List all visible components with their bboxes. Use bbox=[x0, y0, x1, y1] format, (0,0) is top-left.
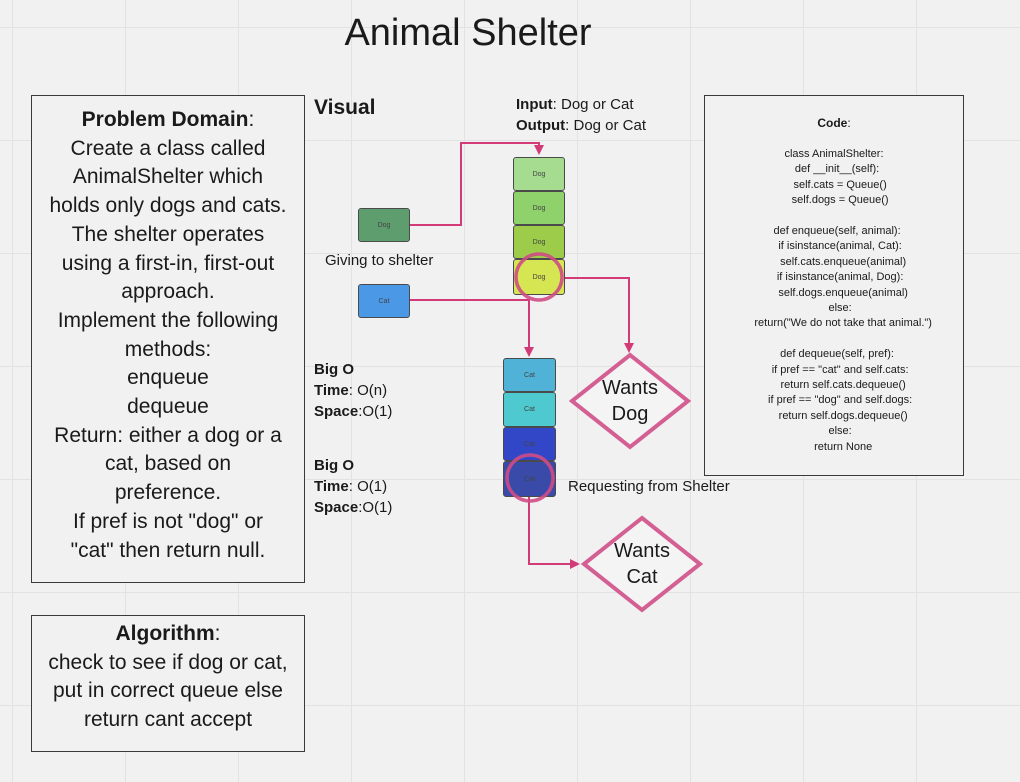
problem-domain-line: AnimalShelter which bbox=[72, 165, 264, 189]
output-label: Output: Dog or Cat bbox=[516, 117, 647, 134]
incoming-cat-node: Cat bbox=[358, 284, 410, 318]
algorithm-line: check to see if dog or cat, bbox=[48, 650, 288, 674]
dog-queue-item: Dog bbox=[513, 157, 565, 191]
problem-domain-line: Create a class called bbox=[70, 136, 266, 160]
visual-label: Visual bbox=[314, 96, 376, 119]
problem-domain-line: dequeue bbox=[127, 395, 209, 419]
cat-queue-item: Cat bbox=[503, 358, 556, 392]
problem-domain-line: "cat" then return null. bbox=[70, 538, 266, 562]
cat-queue-item: Cat bbox=[503, 461, 556, 497]
problem-domain-line: cat, based on bbox=[104, 452, 232, 476]
code-card: Code: class AnimalShelter: def __init__(… bbox=[704, 95, 964, 476]
code-line: def __init__(self): bbox=[788, 163, 880, 176]
code-line: def enqueue(self, animal): bbox=[767, 225, 901, 237]
problem-domain-line: Return: either a dog or a bbox=[54, 423, 282, 447]
code-line: self.dogs = Queue() bbox=[779, 194, 889, 207]
code-line: return self.cats.dequeue() bbox=[762, 379, 906, 391]
arrow-cat-to-queue bbox=[410, 299, 534, 357]
algorithm-heading: Algorithm: bbox=[115, 622, 221, 645]
code-heading: Code: bbox=[817, 116, 851, 130]
incoming-cat-label: Cat bbox=[378, 297, 390, 305]
problem-domain-line: Implement the following bbox=[57, 308, 279, 332]
problem-domain-line: holds only dogs and cats. bbox=[49, 194, 287, 218]
problem-domain-line: preference. bbox=[114, 481, 222, 505]
arrow-dog-dequeue bbox=[565, 277, 634, 353]
dog-queue-item: Dog bbox=[513, 259, 565, 295]
problem-domain-line: The shelter operates bbox=[71, 222, 265, 246]
code-line: if isinstance(animal, Dog): bbox=[764, 271, 904, 284]
problem-domain-line: If pref is not "dog" or bbox=[72, 509, 263, 533]
problem-domain-card: Problem Domain: Create a class called An… bbox=[31, 95, 305, 583]
code-line: return self.dogs.dequeue() bbox=[760, 409, 908, 422]
code-line: else: bbox=[816, 425, 852, 438]
algorithm-line: put in correct queue else bbox=[53, 679, 283, 703]
algorithm-card: Algorithm: check to see if dog or cat, p… bbox=[31, 615, 305, 752]
code-line: def dequeue(self, pref): bbox=[774, 348, 894, 361]
problem-domain-line: enqueue bbox=[127, 366, 209, 390]
bigo-dequeue: Big O Time: O(1) Space:O(1) bbox=[314, 457, 393, 516]
code-line: else: bbox=[816, 302, 852, 314]
code-line: self.cats = Queue() bbox=[781, 178, 887, 191]
problem-domain-line: using a first-in, first-out bbox=[61, 251, 275, 275]
code-line: self.cats.enqueue(animal) bbox=[761, 255, 907, 268]
incoming-dog-label: Dog bbox=[377, 221, 391, 229]
incoming-dog-node: Dog bbox=[358, 208, 410, 242]
code-line: return None bbox=[795, 440, 873, 453]
cat-queue-item: Cat bbox=[503, 392, 556, 427]
code-line: if pref == "cat" and self.cats: bbox=[759, 363, 909, 376]
giving-caption: Giving to shelter bbox=[325, 252, 434, 269]
algorithm-line: return cant accept bbox=[83, 708, 253, 732]
input-label: Input: Dog or Cat bbox=[516, 96, 634, 113]
arrow-cat-dequeue bbox=[528, 497, 580, 569]
problem-domain-heading: Problem Domain: bbox=[81, 108, 255, 131]
requesting-caption: Requesting from Shelter bbox=[568, 478, 730, 495]
code-line: return("We do not take that animal.") bbox=[736, 317, 932, 330]
problem-domain-line: methods: bbox=[124, 337, 212, 361]
cat-queue-item: Cat bbox=[503, 427, 556, 461]
page-title: Animal Shelter bbox=[344, 12, 592, 54]
code-line: class AnimalShelter: bbox=[784, 148, 884, 160]
wants-cat-label: Wants Cat bbox=[614, 540, 670, 588]
bigo-enqueue: Big O Time: O(n) Space:O(1) bbox=[314, 361, 393, 420]
code-line: if isinstance(animal, Cat): bbox=[766, 240, 902, 253]
dog-queue-item: Dog bbox=[513, 191, 565, 225]
dog-queue-item: Dog bbox=[513, 225, 565, 259]
code-line: self.dogs.enqueue(animal) bbox=[760, 286, 908, 299]
problem-domain-line: approach. bbox=[121, 280, 215, 304]
code-line: if pref == "dog" and self.dogs: bbox=[755, 394, 913, 407]
wants-dog-label: Wants Dog bbox=[602, 377, 658, 425]
